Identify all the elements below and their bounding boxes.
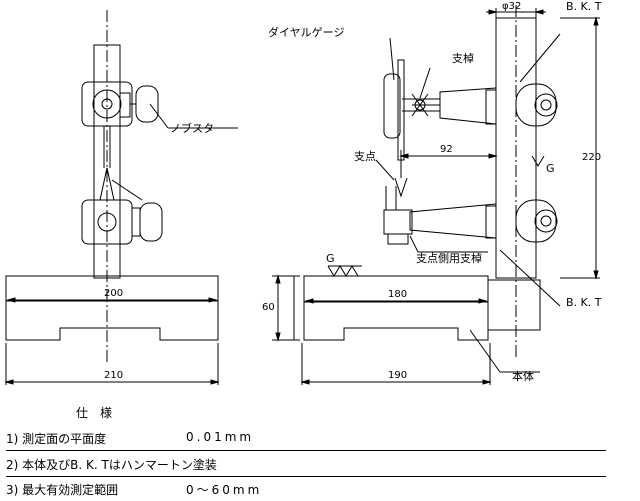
spec-row-3-key: 3) 最大有効測定範囲 [6,483,119,497]
front-column [93,44,121,279]
dim-60: 60 [262,302,275,313]
spec-row-1: 1) 測定面の平面度 0.01mm [6,430,606,451]
label-contact-point: 支点 [354,150,376,163]
spec-row-2-key: 2) 本体及びB. K. Tはハンマートン塗装 [6,458,217,472]
spec-row-1-value: 0.01mm [186,430,255,444]
dial-gauge [383,73,401,139]
dim-210: 210 [104,370,123,381]
front-base-top [5,275,219,302]
label-g-base: G [326,252,335,265]
label-body: 本体 [512,369,534,383]
dim-phi32: φ32 [502,1,521,12]
front-knob-star-lower [139,202,163,242]
side-column [495,17,537,279]
dim-200: 200 [104,288,123,299]
spec-row-1-key: 1) 測定面の平面度 [6,432,107,446]
side-base-top [303,275,489,303]
spec-row-2: 2) 本体及びB. K. Tはハンマートン塗装 [6,456,606,477]
label-g-column: G [546,162,555,175]
spec-row-2-underline [6,476,606,477]
side-view [272,5,600,385]
dim-220: 220 [582,152,601,163]
label-contact-side-rod: 支点側用支棹 [416,251,482,265]
label-support-rod: 支棹 [452,51,474,65]
front-knob-star-upper [135,85,159,123]
label-bkt-top: B. K. T [566,0,602,13]
label-bkt-bottom: B. K. T [566,296,602,309]
front-view [4,10,238,385]
side-lower-bkt [515,199,557,243]
spec-row-1-underline [6,450,606,451]
label-knob-star: ノブスター [170,121,225,135]
label-dial-gauge: ダイヤルゲージ [268,25,344,39]
spec-row-3: 3) 最大有効測定範囲 0〜60mm [6,481,606,499]
spec-title: 仕 様 [76,406,113,420]
side-upper-bkt [515,83,557,127]
spec-row-3-value: 0〜60mm [186,483,263,497]
dim-92: 92 [440,144,453,155]
dim-190: 190 [388,370,407,381]
dim-180: 180 [388,289,407,300]
